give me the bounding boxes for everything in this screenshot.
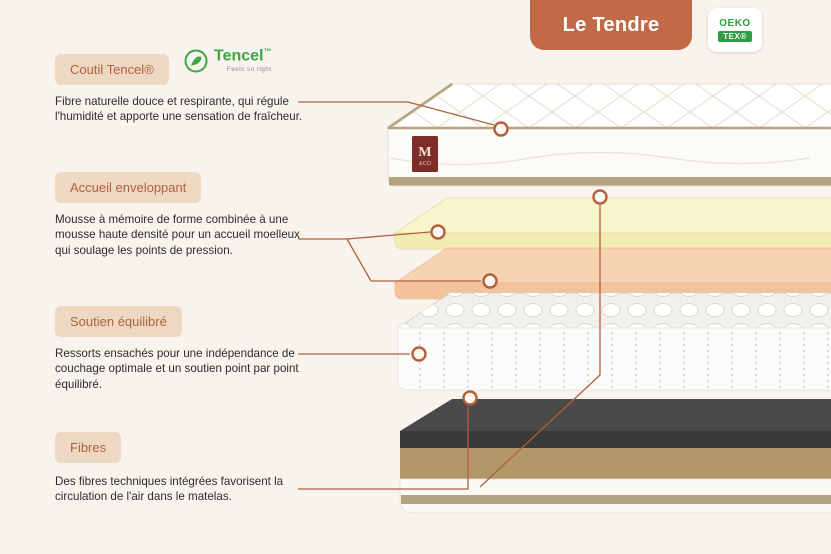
connector-fibres-top <box>479 205 601 488</box>
section-label-coutil: Coutil Tencel® <box>55 54 169 85</box>
mattress-top-layer: M &CO <box>386 83 831 187</box>
product-title: Le Tendre <box>562 13 660 36</box>
section-label-soutien: Soutien équilibré <box>55 306 182 337</box>
marker-dot-coutil <box>493 121 509 137</box>
fiber-dark-layer <box>400 399 831 431</box>
tex-label: TEX® <box>718 31 752 42</box>
connector-hd-foam <box>346 238 481 282</box>
connector-coutil <box>298 101 495 126</box>
section-label-fibres: Fibres <box>55 432 122 463</box>
fiber-tan-layer <box>400 448 831 479</box>
connector-memory-foam <box>298 231 431 240</box>
svg-text:&CO: &CO <box>419 161 432 167</box>
oeko-tex-badge: OEKO TEX® <box>708 8 762 52</box>
marker-dot-fibres-bottom <box>462 390 478 406</box>
tencel-leaf-icon <box>184 49 208 73</box>
hd-foam-layer <box>393 247 831 300</box>
pocket-springs-layer <box>396 292 831 391</box>
memory-foam-layer <box>393 197 831 250</box>
marker-dot-springs <box>411 346 427 362</box>
fiber-base-assembly <box>399 399 831 514</box>
svg-text:M: M <box>418 145 431 160</box>
connector-lines <box>298 101 601 490</box>
tencel-wordmark: Tencel™ <box>214 47 272 65</box>
top-layer-trim-band <box>389 177 831 186</box>
tencel-tagline: Feels so right <box>226 66 272 74</box>
section-description-fibres: Des fibres techniques intégrées favorise… <box>55 475 284 504</box>
marker-dot-fibres-top <box>592 189 608 205</box>
section-description-accueil: Mousse à mémoire de forme combinée à une… <box>55 213 300 257</box>
product-title-badge: Le Tendre <box>530 0 692 50</box>
section-description-coutil: Fibre naturelle douce et respirante, qui… <box>55 95 303 124</box>
tencel-logo: Tencel™ Feels so right <box>183 48 272 74</box>
marker-dots <box>411 121 608 406</box>
section-description-soutien: Ressorts ensachés pour une indépendance … <box>55 347 299 391</box>
brand-logo-tag: M &CO <box>412 136 438 172</box>
oeko-label: OEKO <box>719 18 751 29</box>
marker-dot-hd-foam <box>482 273 498 289</box>
section-label-accueil: Accueil enveloppant <box>55 172 202 203</box>
marker-dot-memory-foam <box>430 224 446 240</box>
base-layer <box>399 478 831 514</box>
connector-fibres-bottom <box>298 407 469 490</box>
base-trim-band <box>401 495 831 504</box>
